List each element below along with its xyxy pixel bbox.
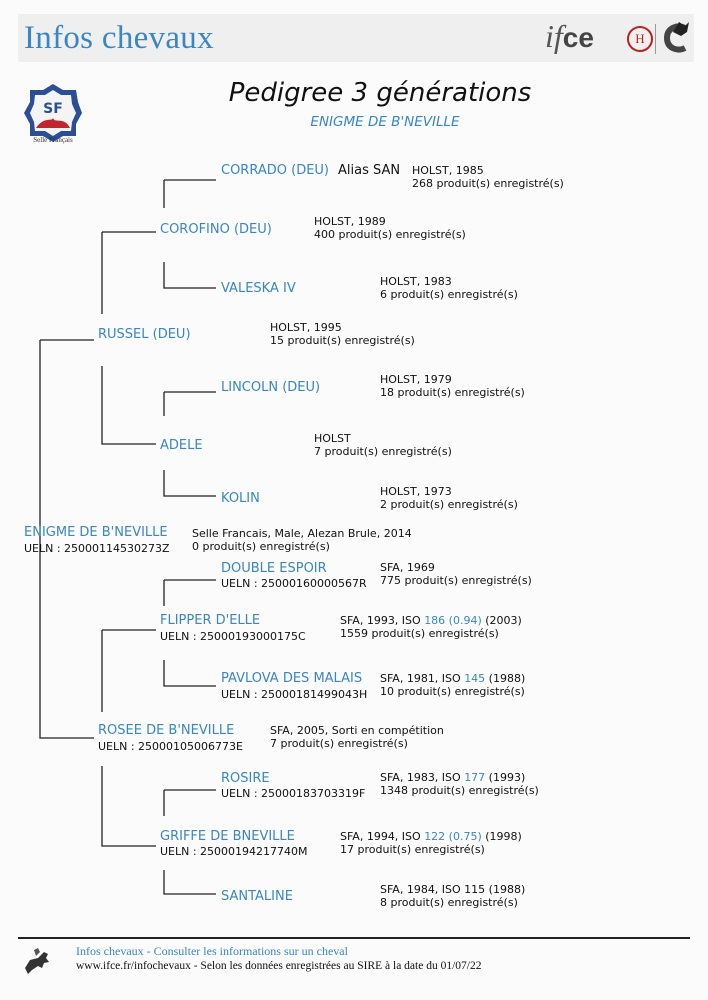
ueln-dam-sire-dam: UELN : 25000181499043H xyxy=(221,688,368,701)
ueln-dam-sire: UELN : 25000193000175C xyxy=(160,630,306,643)
horse-info-dam: SFA, 2005, Sorti en compétition 7 produi… xyxy=(270,724,444,750)
horse-rider-icon xyxy=(25,948,49,974)
selle-francais-caption: Selle Français xyxy=(33,136,73,144)
horse-name-dam-dam[interactable]: GRIFFE DE BNEVILLE xyxy=(160,829,295,844)
ueln-dam-dam: UELN : 25000194217740M xyxy=(160,845,308,858)
ueln-dam-dam-sire: UELN : 25000183703319F xyxy=(221,787,366,800)
horse-info-dam-sire-sire: SFA, 1969 775 produit(s) enregistré(s) xyxy=(380,561,532,587)
horse-info-dam-sire-dam: SFA, 1981, ISO 145 (1988) 10 produit(s) … xyxy=(380,672,526,698)
selle-francais-logo-icon: SF xyxy=(24,84,82,142)
site-title: Infos chevaux xyxy=(24,20,214,56)
page-subtitle: ENIGME DE B'NEVILLE xyxy=(310,114,460,130)
iso-index-dam-sire: 186 (0.94) xyxy=(424,614,482,627)
horse-info-dam-dam-dam: SFA, 1984, ISO 115 (1988) 8 produit(s) e… xyxy=(380,883,526,909)
horse-name-dam-sire-sire[interactable]: DOUBLE ESPOIR xyxy=(221,561,327,576)
horse-info-sire-sire-sire: HOLST, 1985 268 produit(s) enregistré(s) xyxy=(412,164,564,190)
horse-info-subject: Selle Francais, Male, Alezan Brule, 2014… xyxy=(192,527,412,553)
ifce-wordmark: ifce xyxy=(545,18,594,54)
horse-name-dam-dam-sire[interactable]: ROSIRE xyxy=(221,771,270,786)
horse-c-logo-icon xyxy=(663,22,689,53)
horse-info-sire-dam: HOLST 7 produit(s) enregistré(s) xyxy=(314,432,452,458)
footer-source: www.ifce.fr/infochevaux - Selon les donn… xyxy=(76,960,482,972)
ueln-dam: UELN : 25000105006773E xyxy=(98,740,243,753)
horse-info-dam-dam-sire: SFA, 1983, ISO 177 (1993) 1348 produit(s… xyxy=(380,771,539,797)
horse-info-sire-dam-sire: HOLST, 1979 18 produit(s) enregistré(s) xyxy=(380,373,525,399)
haras-logo-icon: H xyxy=(627,26,653,52)
page-title: Pedigree 3 générations xyxy=(228,78,532,108)
horse-info-sire: HOLST, 1995 15 produit(s) enregistré(s) xyxy=(270,321,415,347)
header-bar xyxy=(18,14,694,62)
iso-index-dam-sire-dam: 145 xyxy=(464,672,486,685)
svg-text:SF: SF xyxy=(43,101,63,117)
ueln-dam-sire-sire: UELN : 25000160000567R xyxy=(221,577,367,590)
horse-info-dam-sire: SFA, 1993, ISO 186 (0.94) (2003) 1559 pr… xyxy=(340,614,522,640)
horse-name-sire-dam-dam[interactable]: KOLIN xyxy=(221,491,260,506)
horse-name-dam[interactable]: ROSEE DE B'NEVILLE xyxy=(98,723,235,738)
ifce-logo[interactable]: ifce H xyxy=(545,14,695,62)
horse-name-sire[interactable]: RUSSEL (DEU) xyxy=(98,327,191,342)
iso-index-dam-dam-sire: 177 xyxy=(464,771,486,784)
horse-info-dam-dam: SFA, 1994, ISO 122 (0.75) (1998) 17 prod… xyxy=(340,830,522,856)
horse-name-sire-sire-dam[interactable]: VALESKA IV xyxy=(221,281,296,296)
horse-alias-sire-sire-sire: Alias SAN xyxy=(338,163,401,178)
horse-name-dam-dam-dam[interactable]: SANTALINE xyxy=(221,889,293,904)
logo-divider xyxy=(655,24,656,54)
horse-name-subject[interactable]: ENIGME DE B'NEVILLE xyxy=(24,525,168,540)
horse-name-dam-sire-dam[interactable]: PAVLOVA DES MALAIS xyxy=(221,671,363,686)
horse-name-sire-dam-sire[interactable]: LINCOLN (DEU) xyxy=(221,380,321,395)
footer-title: Infos chevaux - Consulter les informatio… xyxy=(76,944,348,958)
horse-info-sire-sire: HOLST, 1989 400 produit(s) enregistré(s) xyxy=(314,215,466,241)
horse-name-sire-dam[interactable]: ADELE xyxy=(160,438,203,453)
ueln-subject: UELN : 25000114530273Z xyxy=(24,542,170,555)
horse-name-dam-sire[interactable]: FLIPPER D'ELLE xyxy=(160,613,261,628)
horse-name-sire-sire-sire[interactable]: CORRADO (DEU) xyxy=(221,163,329,178)
horse-name-sire-sire[interactable]: COROFINO (DEU) xyxy=(160,222,272,237)
footer-rule xyxy=(18,937,690,939)
iso-index-dam-dam: 122 (0.75) xyxy=(424,830,482,843)
horse-info-sire-sire-dam: HOLST, 1983 6 produit(s) enregistré(s) xyxy=(380,275,518,301)
horse-info-sire-dam-dam: HOLST, 1973 2 produit(s) enregistré(s) xyxy=(380,485,518,511)
